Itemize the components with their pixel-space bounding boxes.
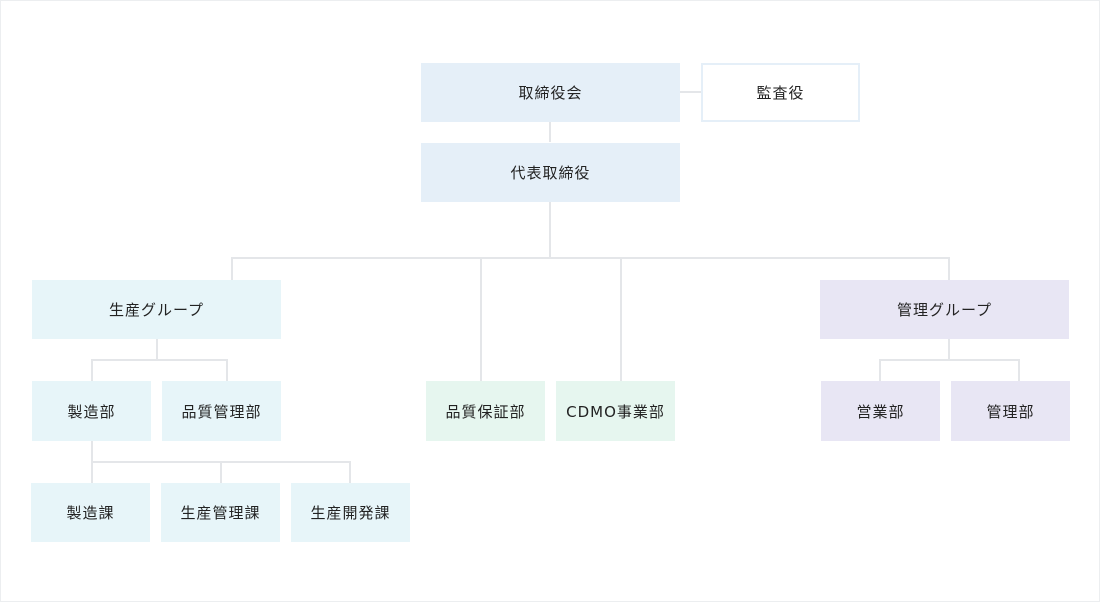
quality-control-dept-box: 品質管理部 (162, 381, 281, 441)
connector-ceo-down (549, 202, 551, 259)
connector-to-sales-dept (879, 359, 881, 381)
production-group-box: 生産グループ (32, 280, 281, 339)
connector-to-production-control (220, 461, 222, 483)
ceo-box: 代表取締役 (421, 143, 680, 202)
admin-dept-box: 管理部 (951, 381, 1070, 441)
production-development-section-box: 生産開発課 (291, 483, 410, 542)
connector-to-production-group (231, 257, 233, 280)
connector-to-cdmo (620, 257, 622, 381)
connector-production-group-down (156, 339, 158, 360)
connector-to-quality-control-dept (226, 359, 228, 381)
connector-to-management-group (948, 257, 950, 280)
connector-to-admin-dept (1018, 359, 1020, 381)
connector-management-horizontal (879, 359, 1020, 361)
connector-board-auditor (680, 91, 701, 93)
quality-assurance-dept-box: 品質保証部 (426, 381, 545, 441)
cdmo-dept-box: CDMO事業部 (556, 381, 675, 441)
connector-to-quality-assurance (480, 257, 482, 381)
manufacturing-dept-box: 製造部 (32, 381, 151, 441)
auditor-box: 監査役 (701, 63, 860, 122)
connector-production-horizontal (91, 359, 228, 361)
connector-board-ceo (549, 122, 551, 142)
production-control-section-box: 生産管理課 (161, 483, 280, 542)
connector-main-horizontal (231, 257, 949, 259)
management-group-box: 管理グループ (820, 280, 1069, 339)
connector-management-group-down (948, 339, 950, 360)
sales-dept-box: 営業部 (821, 381, 940, 441)
connector-to-production-development (349, 461, 351, 483)
manufacturing-section-box: 製造課 (31, 483, 150, 542)
board-of-directors-box: 取締役会 (421, 63, 680, 122)
connector-to-manufacturing-dept (91, 359, 93, 381)
